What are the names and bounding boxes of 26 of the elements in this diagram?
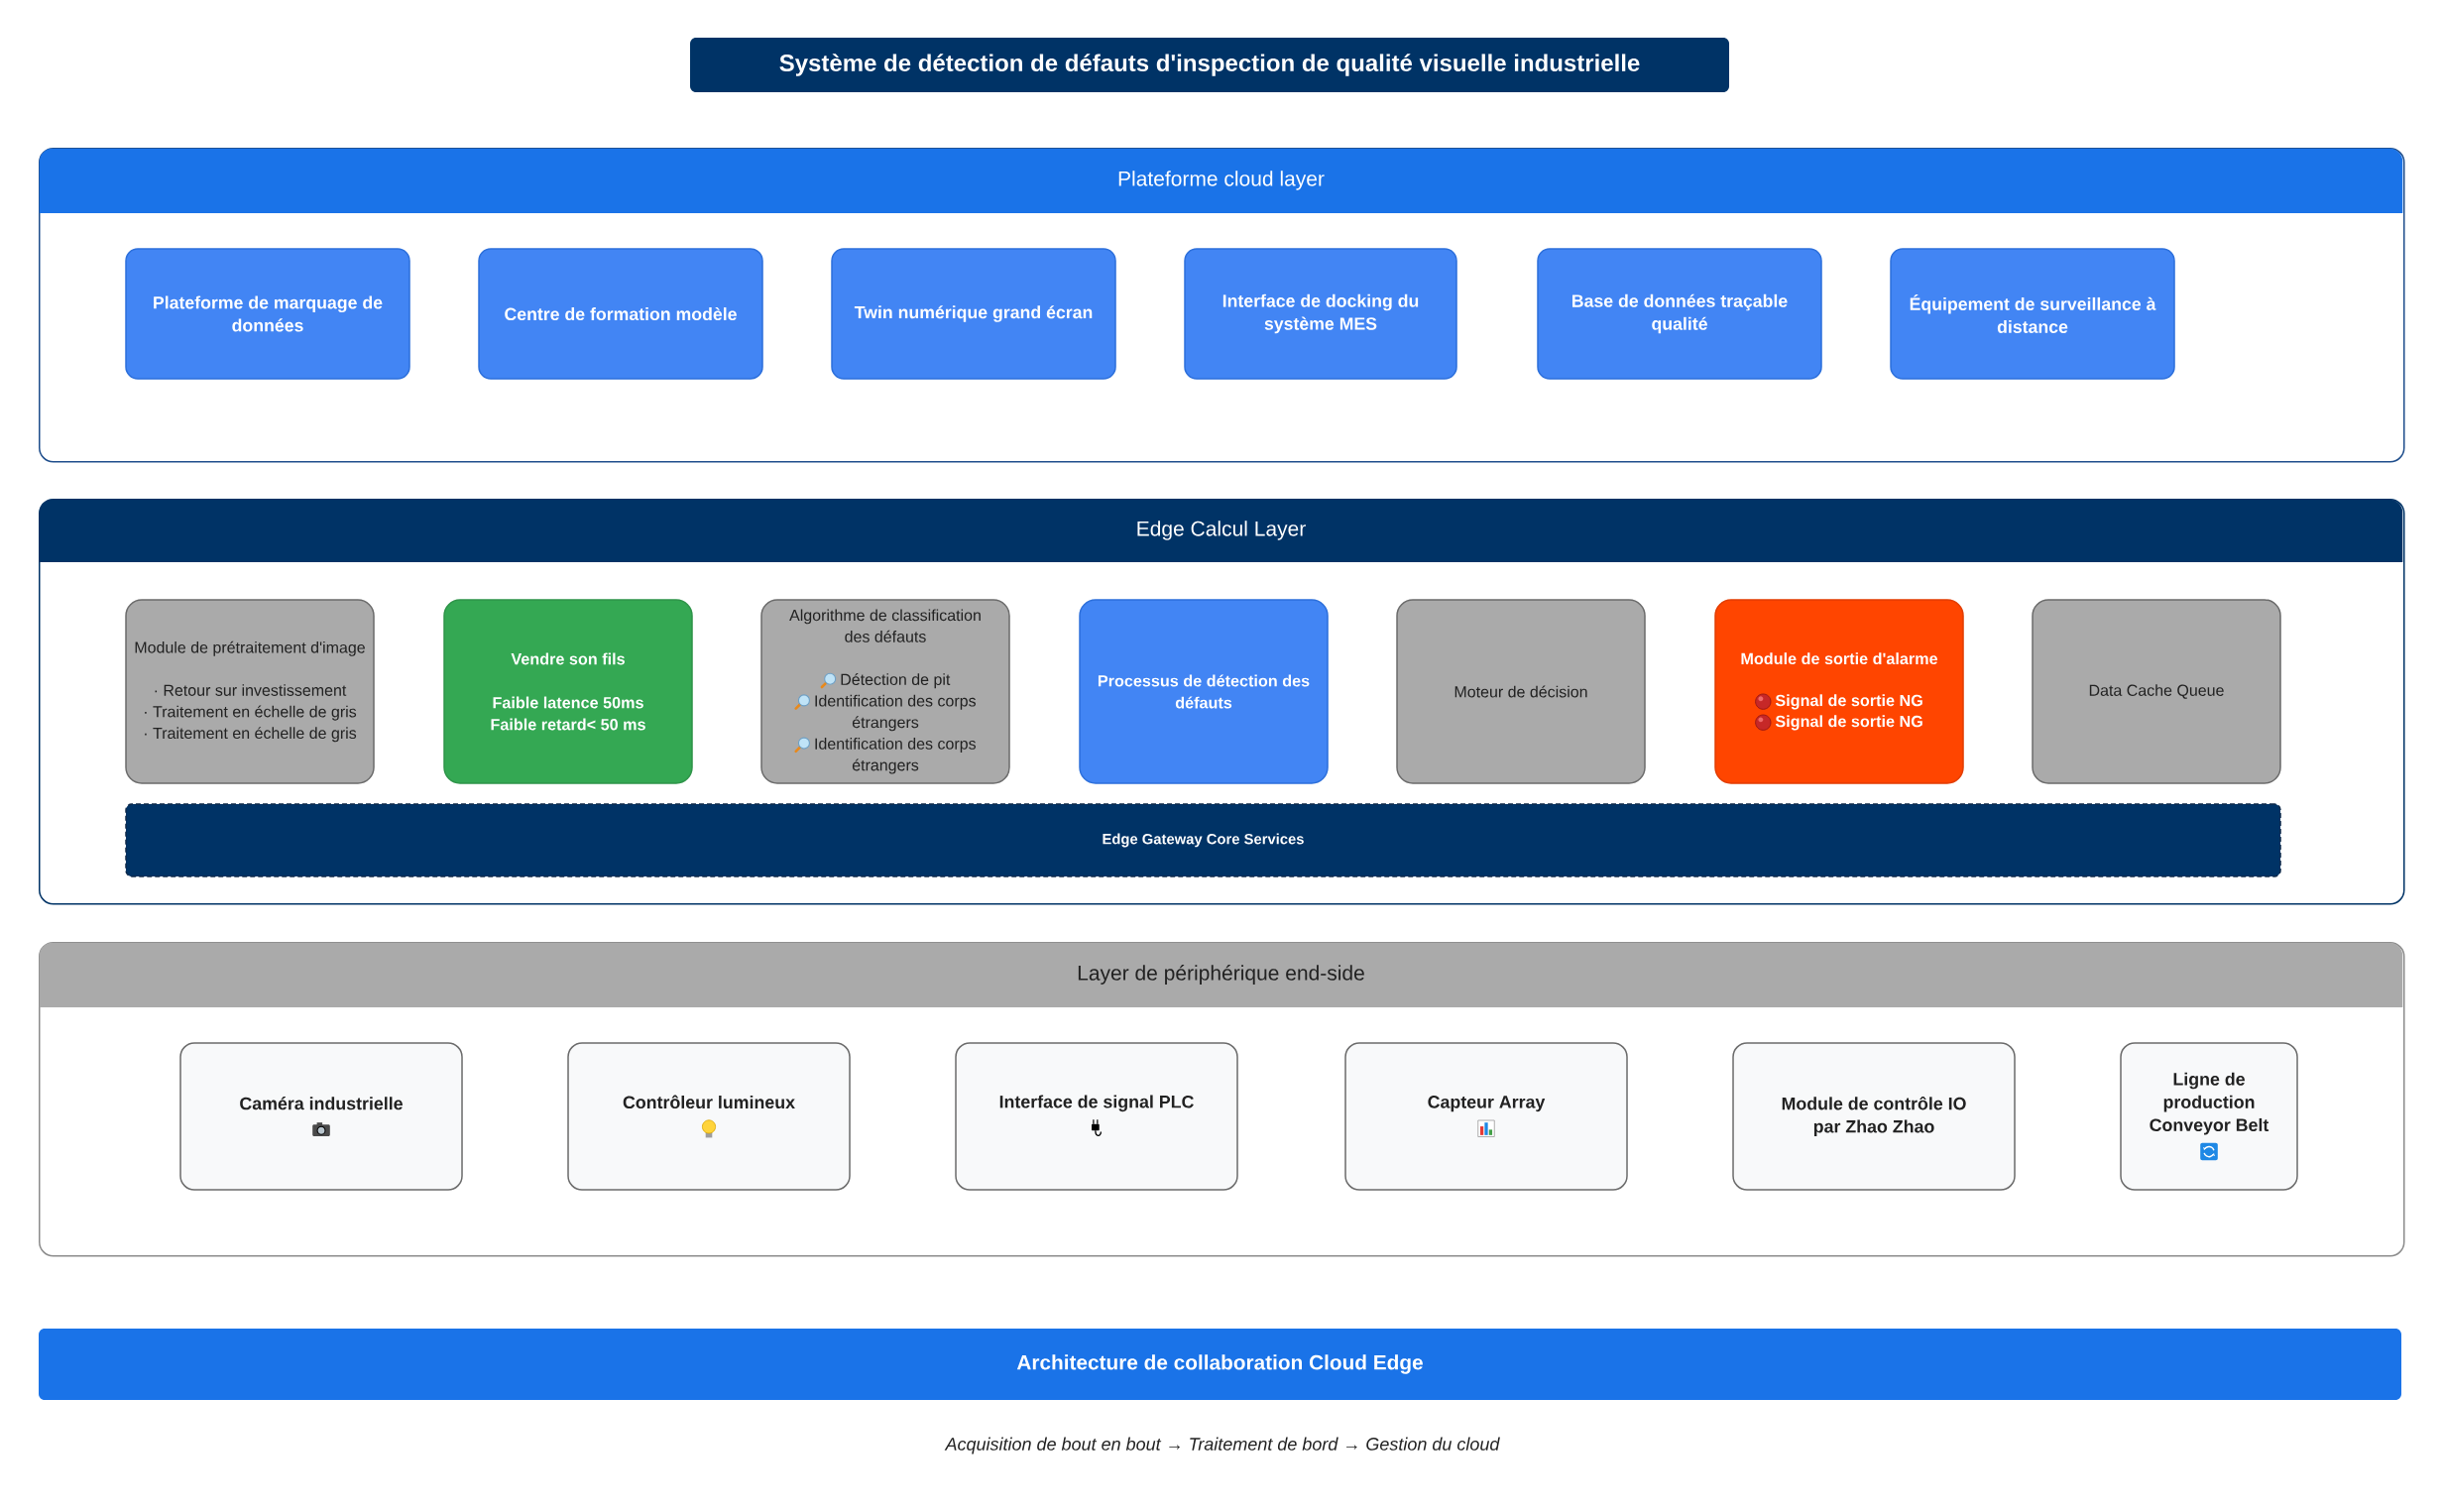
title-bar: Système de détection de défauts d'inspection de qualité visuelle industrielle: [690, 38, 1729, 92]
process-box: Caméra industrielle: [179, 1042, 463, 1191]
process-box: Ligne de production Conveyor Belt: [2120, 1042, 2298, 1191]
process-box: Équipement de surveillance à distance: [1890, 248, 2175, 380]
process-box: Twin numérique grand écran: [831, 248, 1116, 380]
process-box: Centre de formation modèle: [478, 248, 763, 380]
layer-header: Edge Calcul Layer: [39, 499, 2403, 562]
process-box: Capteur Array: [1344, 1042, 1628, 1191]
layer-header: Plateforme cloud layer: [39, 148, 2403, 213]
process-box: Contrôleur lumineux: [567, 1042, 851, 1191]
caption: Acquisition de bout en bout → Traitement de bord → Gestion du cloud: [944, 1437, 1500, 1454]
process-box: Module de prétraitement d'image · Retour sur investissement · Traitement en échelle de gris · Traitement en échelle de gris: [125, 599, 375, 784]
layer-header: Layer de périphérique end-side: [39, 942, 2403, 1007]
process-box: Vendre son fils Faible latence 50ms Faible retard< 50 ms: [443, 599, 693, 784]
process-box: Module de contrôle IO par Zhao Zhao: [1732, 1042, 2016, 1191]
process-box: Interface de docking du système MES: [1184, 248, 1457, 380]
banner-bar: Architecture de collaboration Cloud Edge: [39, 1329, 2401, 1400]
process-box: Base de données traçable qualité: [1537, 248, 1822, 380]
process-box: Data Cache Queue: [2032, 599, 2281, 784]
process-box: Processus de détection des défauts: [1079, 599, 1329, 784]
process-box: Algorithme de classification des défauts Détection de pit Identification des corps étrangers Identification des corps étrangers: [760, 599, 1010, 784]
process-box: Moteur de décision: [1396, 599, 1646, 784]
service-bar: Edge Gateway Core Services: [125, 803, 2281, 877]
process-box: Plateforme de marquage de données: [125, 248, 410, 380]
process-box: Interface de signal PLC: [955, 1042, 1238, 1191]
process-box: Module de sortie d'alarme Signal de sortie NG Signal de sortie NG: [1714, 599, 1964, 784]
